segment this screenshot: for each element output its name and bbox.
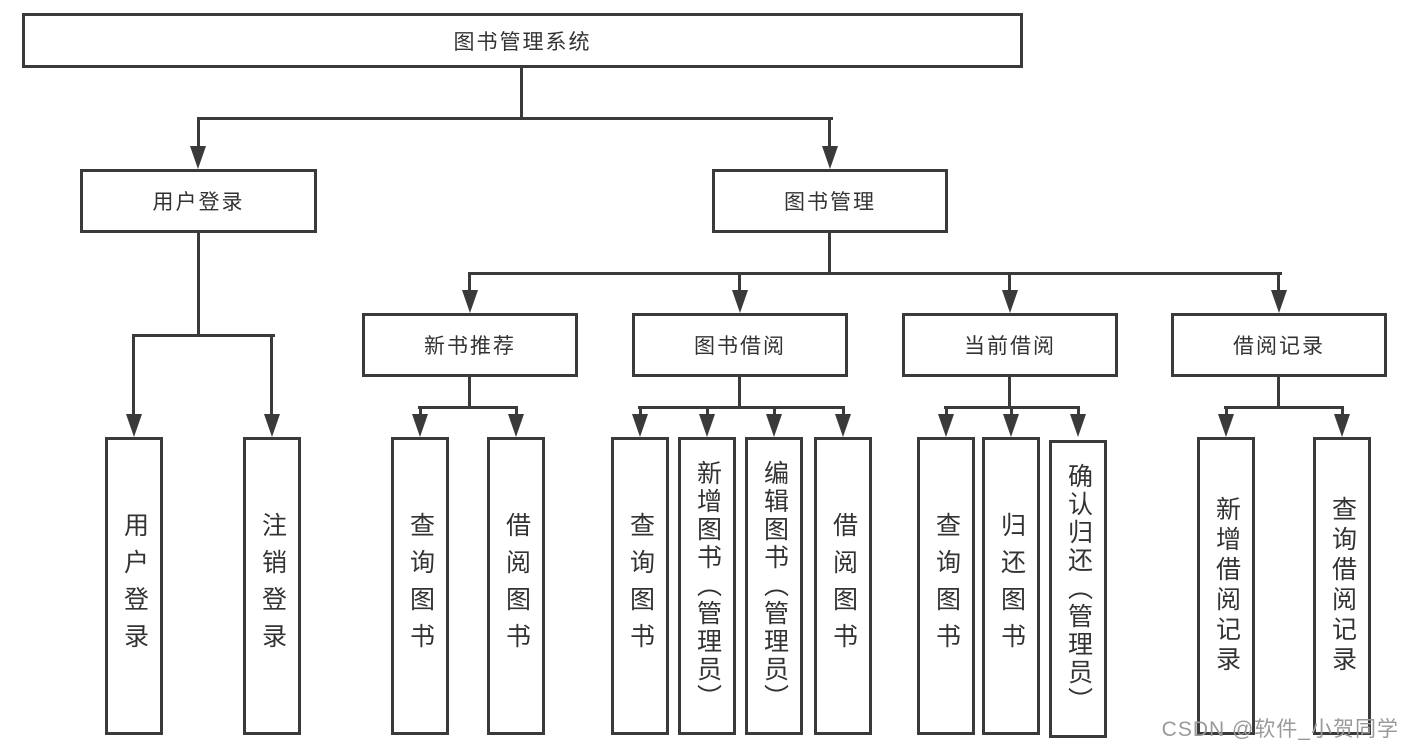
leaf-query-books-borrowing: 查询图书 (611, 437, 669, 735)
node-book-borrowing: 图书借阅 (632, 313, 848, 377)
connector-line (1224, 406, 1344, 409)
arrow-down-icon (1003, 414, 1019, 437)
connector-line (520, 68, 523, 119)
leaf-confirm-return-admin: 确认归还（管理员） (1049, 440, 1107, 738)
connector-line (197, 233, 200, 337)
connector-line (738, 377, 741, 408)
leaf-query-books-recommend-label: 查询图书 (406, 512, 435, 660)
arrow-down-icon (1218, 414, 1234, 437)
leaf-borrow-books-recommend-label: 借阅图书 (502, 512, 531, 660)
leaf-query-borrow-record: 查询借阅记录 (1313, 437, 1371, 735)
arrow-down-icon (632, 414, 648, 437)
leaf-add-borrow-record-label: 新增借阅记录 (1212, 496, 1241, 676)
connector-line (1277, 272, 1280, 292)
arrow-down-icon (462, 290, 478, 313)
connector-line (1077, 406, 1080, 416)
connector-line (842, 406, 845, 416)
node-book-management: 图书管理 (712, 169, 948, 233)
connector-line (945, 406, 948, 416)
connector-line (468, 272, 1282, 275)
leaf-edit-books-admin-label: 编辑图书（管理员） (760, 460, 789, 712)
leaf-add-books-admin-label: 新增图书（管理员） (693, 460, 722, 712)
connector-line (132, 334, 135, 414)
connector-line (418, 406, 518, 409)
connector-line (1010, 406, 1013, 416)
arrow-down-icon (126, 414, 142, 437)
arrow-down-icon (190, 146, 206, 169)
arrow-down-icon (732, 290, 748, 313)
leaf-borrow-books-label: 借阅图书 (829, 512, 858, 660)
arrow-down-icon (264, 414, 280, 437)
arrow-down-icon (766, 414, 782, 437)
node-borrowing-records: 借阅记录 (1171, 313, 1387, 377)
leaf-query-books-current-label: 查询图书 (932, 512, 961, 660)
arrow-down-icon (508, 414, 524, 437)
leaf-query-books-recommend: 查询图书 (391, 437, 449, 735)
leaf-return-books-label: 归还图书 (997, 512, 1026, 660)
node-book-borrowing-label: 图书借阅 (694, 335, 786, 358)
node-new-book-recommend-label: 新书推荐 (424, 335, 516, 358)
connector-line (1008, 272, 1011, 292)
connector-line (132, 334, 275, 337)
leaf-add-borrow-record: 新增借阅记录 (1197, 437, 1255, 735)
leaf-confirm-return-admin-label: 确认归还（管理员） (1064, 463, 1093, 715)
connector-line (270, 334, 273, 414)
arrow-down-icon (938, 414, 954, 437)
leaf-borrow-books: 借阅图书 (814, 437, 872, 735)
leaf-user-login: 用户登录 (105, 437, 163, 735)
node-borrowing-records-label: 借阅记录 (1233, 335, 1325, 358)
csdn-watermark: CSDN @软件_小贺同学 (1161, 718, 1399, 741)
leaf-user-login-label: 用户登录 (120, 512, 149, 660)
connector-line (1277, 377, 1280, 408)
leaf-query-books-current: 查询图书 (917, 437, 975, 735)
connector-line (639, 406, 642, 416)
connector-line (638, 406, 845, 409)
node-current-borrowing-label: 当前借阅 (964, 335, 1056, 358)
node-root-label: 图书管理系统 (453, 30, 592, 54)
connector-line (1008, 377, 1011, 408)
connector-line (468, 272, 471, 292)
arrow-down-icon (1002, 290, 1018, 313)
connector-line (828, 233, 831, 274)
node-current-borrowing: 当前借阅 (902, 313, 1118, 377)
node-user-login: 用户登录 (80, 169, 317, 233)
connector-line (419, 406, 422, 416)
connector-line (828, 117, 831, 147)
leaf-query-books-borrowing-label: 查询图书 (626, 512, 655, 660)
arrow-down-icon (412, 414, 428, 437)
arrow-down-icon (699, 414, 715, 437)
connector-line (515, 406, 518, 416)
node-root: 图书管理系统 (22, 13, 1023, 68)
arrow-down-icon (1271, 290, 1287, 313)
connector-line (773, 406, 776, 416)
leaf-logout-login: 注销登录 (243, 437, 301, 735)
leaf-query-borrow-record-label: 查询借阅记录 (1328, 496, 1357, 676)
leaf-edit-books-admin: 编辑图书（管理员） (745, 437, 803, 735)
arrow-down-icon (822, 146, 838, 169)
node-book-management-label: 图书管理 (784, 191, 876, 214)
node-user-login-label: 用户登录 (152, 191, 245, 214)
arrow-down-icon (1070, 414, 1086, 437)
arrow-down-icon (1334, 414, 1350, 437)
connector-line (197, 117, 200, 147)
connector-line (468, 377, 471, 408)
arrow-down-icon (835, 414, 851, 437)
leaf-add-books-admin: 新增图书（管理员） (678, 437, 736, 735)
leaf-return-books: 归还图书 (982, 437, 1040, 735)
connector-line (706, 406, 709, 416)
leaf-borrow-books-recommend: 借阅图书 (487, 437, 545, 735)
connector-line (197, 117, 833, 120)
connector-line (738, 272, 741, 292)
connector-line (1341, 406, 1344, 416)
node-new-book-recommend: 新书推荐 (362, 313, 578, 377)
connector-line (1225, 406, 1228, 416)
leaf-logout-login-label: 注销登录 (258, 512, 287, 660)
